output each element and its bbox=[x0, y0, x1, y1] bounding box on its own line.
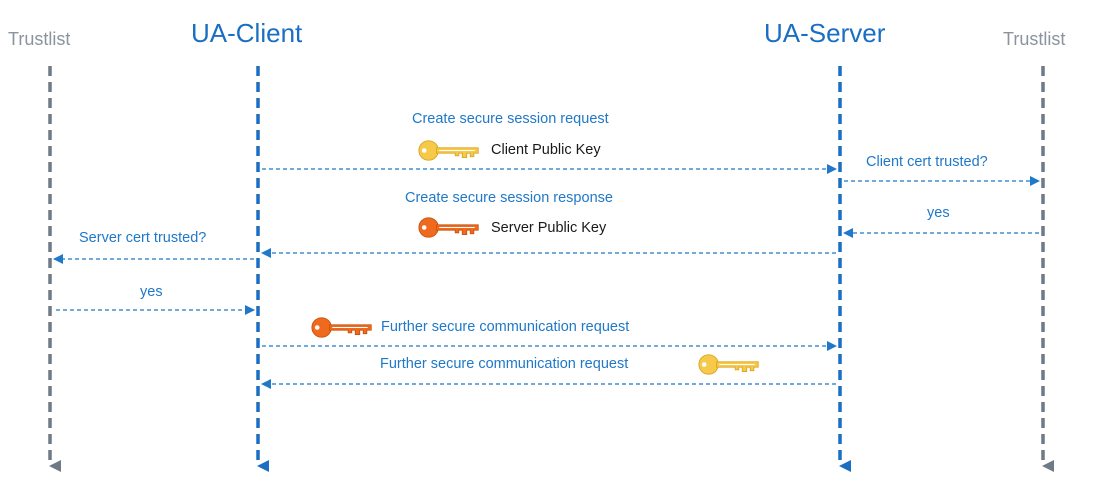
header-trustlist-left: Trustlist bbox=[8, 29, 71, 49]
header-trustlist-right: Trustlist bbox=[1003, 29, 1066, 49]
label-server-public-key: Server Public Key bbox=[491, 220, 607, 236]
orange-key-icon bbox=[418, 217, 479, 238]
label-server-cert-trusted: Server cert trusted? bbox=[79, 230, 207, 246]
yellow-key-icon bbox=[418, 140, 479, 161]
orange-key-icon bbox=[311, 317, 372, 338]
label-create-response: Create secure session response bbox=[405, 190, 613, 206]
label-yes-server: yes bbox=[927, 205, 950, 221]
header-ua-client: UA-Client bbox=[191, 18, 303, 48]
label-client-public-key: Client Public Key bbox=[491, 142, 601, 158]
label-further-request-1: Further secure communication request bbox=[381, 319, 630, 335]
label-client-cert-trusted: Client cert trusted? bbox=[866, 154, 988, 170]
label-yes-client: yes bbox=[140, 284, 163, 300]
yellow-key-icon bbox=[698, 354, 759, 375]
header-ua-server: UA-Server bbox=[764, 18, 886, 48]
label-further-request-2: Further secure communication request bbox=[380, 356, 629, 372]
label-create-request: Create secure session request bbox=[412, 111, 609, 127]
